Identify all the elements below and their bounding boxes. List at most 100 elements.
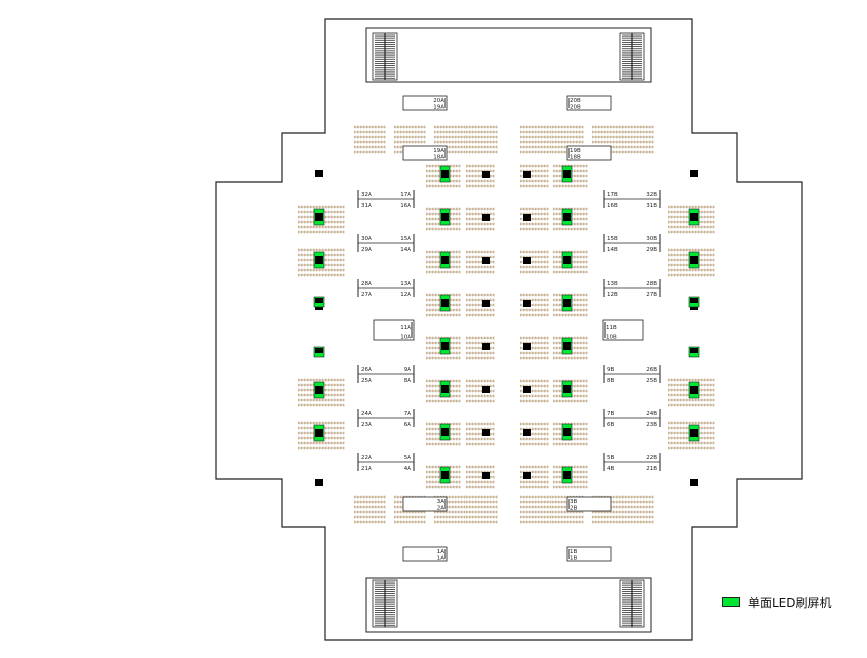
seating-block <box>622 125 654 154</box>
pillar-icon <box>523 429 531 436</box>
gate-label: 1B <box>570 549 577 555</box>
gate-label: 24A <box>361 411 372 417</box>
gate-label: 7A <box>404 411 411 417</box>
gate: 11B 10B <box>602 319 644 341</box>
seating-block <box>466 495 498 524</box>
seating-block <box>668 248 715 277</box>
seating-block <box>298 248 345 277</box>
pillar-icon <box>482 429 490 436</box>
escalator-icon <box>619 579 645 628</box>
led-screen-icon <box>313 346 325 358</box>
gate-label: 1A <box>437 556 444 562</box>
gate-label: 7B <box>607 411 614 417</box>
gate-label: 21A <box>361 466 372 472</box>
gate-label: 30A <box>361 236 372 242</box>
gate-label: 14A <box>400 247 411 253</box>
gate-label: 27A <box>361 292 372 298</box>
seating-block <box>466 125 498 154</box>
led-screen-icon <box>561 337 573 355</box>
pillar-icon <box>315 479 323 486</box>
led-screen-icon <box>561 423 573 441</box>
gate-pair: 24A 7A 23A 6A <box>357 409 415 428</box>
gate-label: 31A <box>361 203 372 209</box>
building-outline <box>215 18 803 641</box>
seating-block <box>466 422 495 446</box>
legend-label: 单面LED刷屏机 <box>748 595 832 610</box>
seating-block <box>466 164 495 188</box>
pillar-icon <box>523 300 531 307</box>
gate-label: 17A <box>400 192 411 198</box>
gate-label: 19B <box>570 148 581 154</box>
seating-block <box>466 207 495 231</box>
escalator-icon <box>372 32 398 81</box>
led-screen-icon <box>439 208 451 226</box>
led-screen-icon <box>688 424 700 442</box>
pillar-icon <box>523 343 531 350</box>
gate-label: 23B <box>646 422 657 428</box>
gate-label: 1A <box>437 549 444 555</box>
gate-label: 29A <box>361 247 372 253</box>
led-screen-icon <box>561 294 573 312</box>
gate-label: 12A <box>400 292 411 298</box>
gate-label: 27B <box>646 292 657 298</box>
gate-label: 9B <box>607 367 614 373</box>
gate-label: 11B <box>606 325 617 331</box>
gate-label: 20A <box>433 98 444 104</box>
pillar-icon <box>482 214 490 221</box>
led-screen-icon <box>439 466 451 484</box>
gate-label: 16A <box>400 203 411 209</box>
led-screen-icon <box>439 165 451 183</box>
pillar-icon <box>482 257 490 264</box>
pillar-icon <box>690 479 698 486</box>
seating-block <box>622 495 654 524</box>
gate-label: 14B <box>607 247 618 253</box>
gate-pair: 30A 15A 29A 14A <box>357 234 415 253</box>
seating-block <box>520 207 549 231</box>
legend: 单面LED刷屏机 <box>722 594 832 610</box>
seating-block <box>668 205 715 234</box>
gate-label: 22B <box>646 455 657 461</box>
seating-block <box>466 250 495 274</box>
seating-block <box>354 495 386 524</box>
gate-label: 19A <box>433 105 444 111</box>
gate-label: 10B <box>606 335 617 341</box>
gate-label: 31B <box>646 203 657 209</box>
gate-label: 5A <box>404 455 411 461</box>
pillar-icon <box>482 171 490 178</box>
led-screen-icon <box>561 380 573 398</box>
seating-block <box>520 293 549 317</box>
gate-label: 32A <box>361 192 372 198</box>
gate-label: 15A <box>400 236 411 242</box>
gate-label: 9A <box>404 367 411 373</box>
gate-pair: 32A 17A 31A 16A <box>357 190 415 209</box>
gate-label: 4A <box>404 466 411 472</box>
gate-label: 11A <box>400 325 411 331</box>
seating-block <box>520 125 552 154</box>
led-screen-icon <box>439 294 451 312</box>
gate-label: 23A <box>361 422 372 428</box>
gate-label: 5B <box>607 455 614 461</box>
led-screen-icon <box>688 208 700 226</box>
escalator-icon <box>372 579 398 628</box>
seating-block <box>520 164 549 188</box>
gate-label: 3B <box>570 499 577 505</box>
pillar-icon <box>482 300 490 307</box>
gate-label: 6B <box>607 422 614 428</box>
gate-label: 6A <box>404 422 411 428</box>
gate-label: 28A <box>361 281 372 287</box>
led-screen-icon <box>688 251 700 269</box>
gate-label: 20B <box>570 98 581 104</box>
